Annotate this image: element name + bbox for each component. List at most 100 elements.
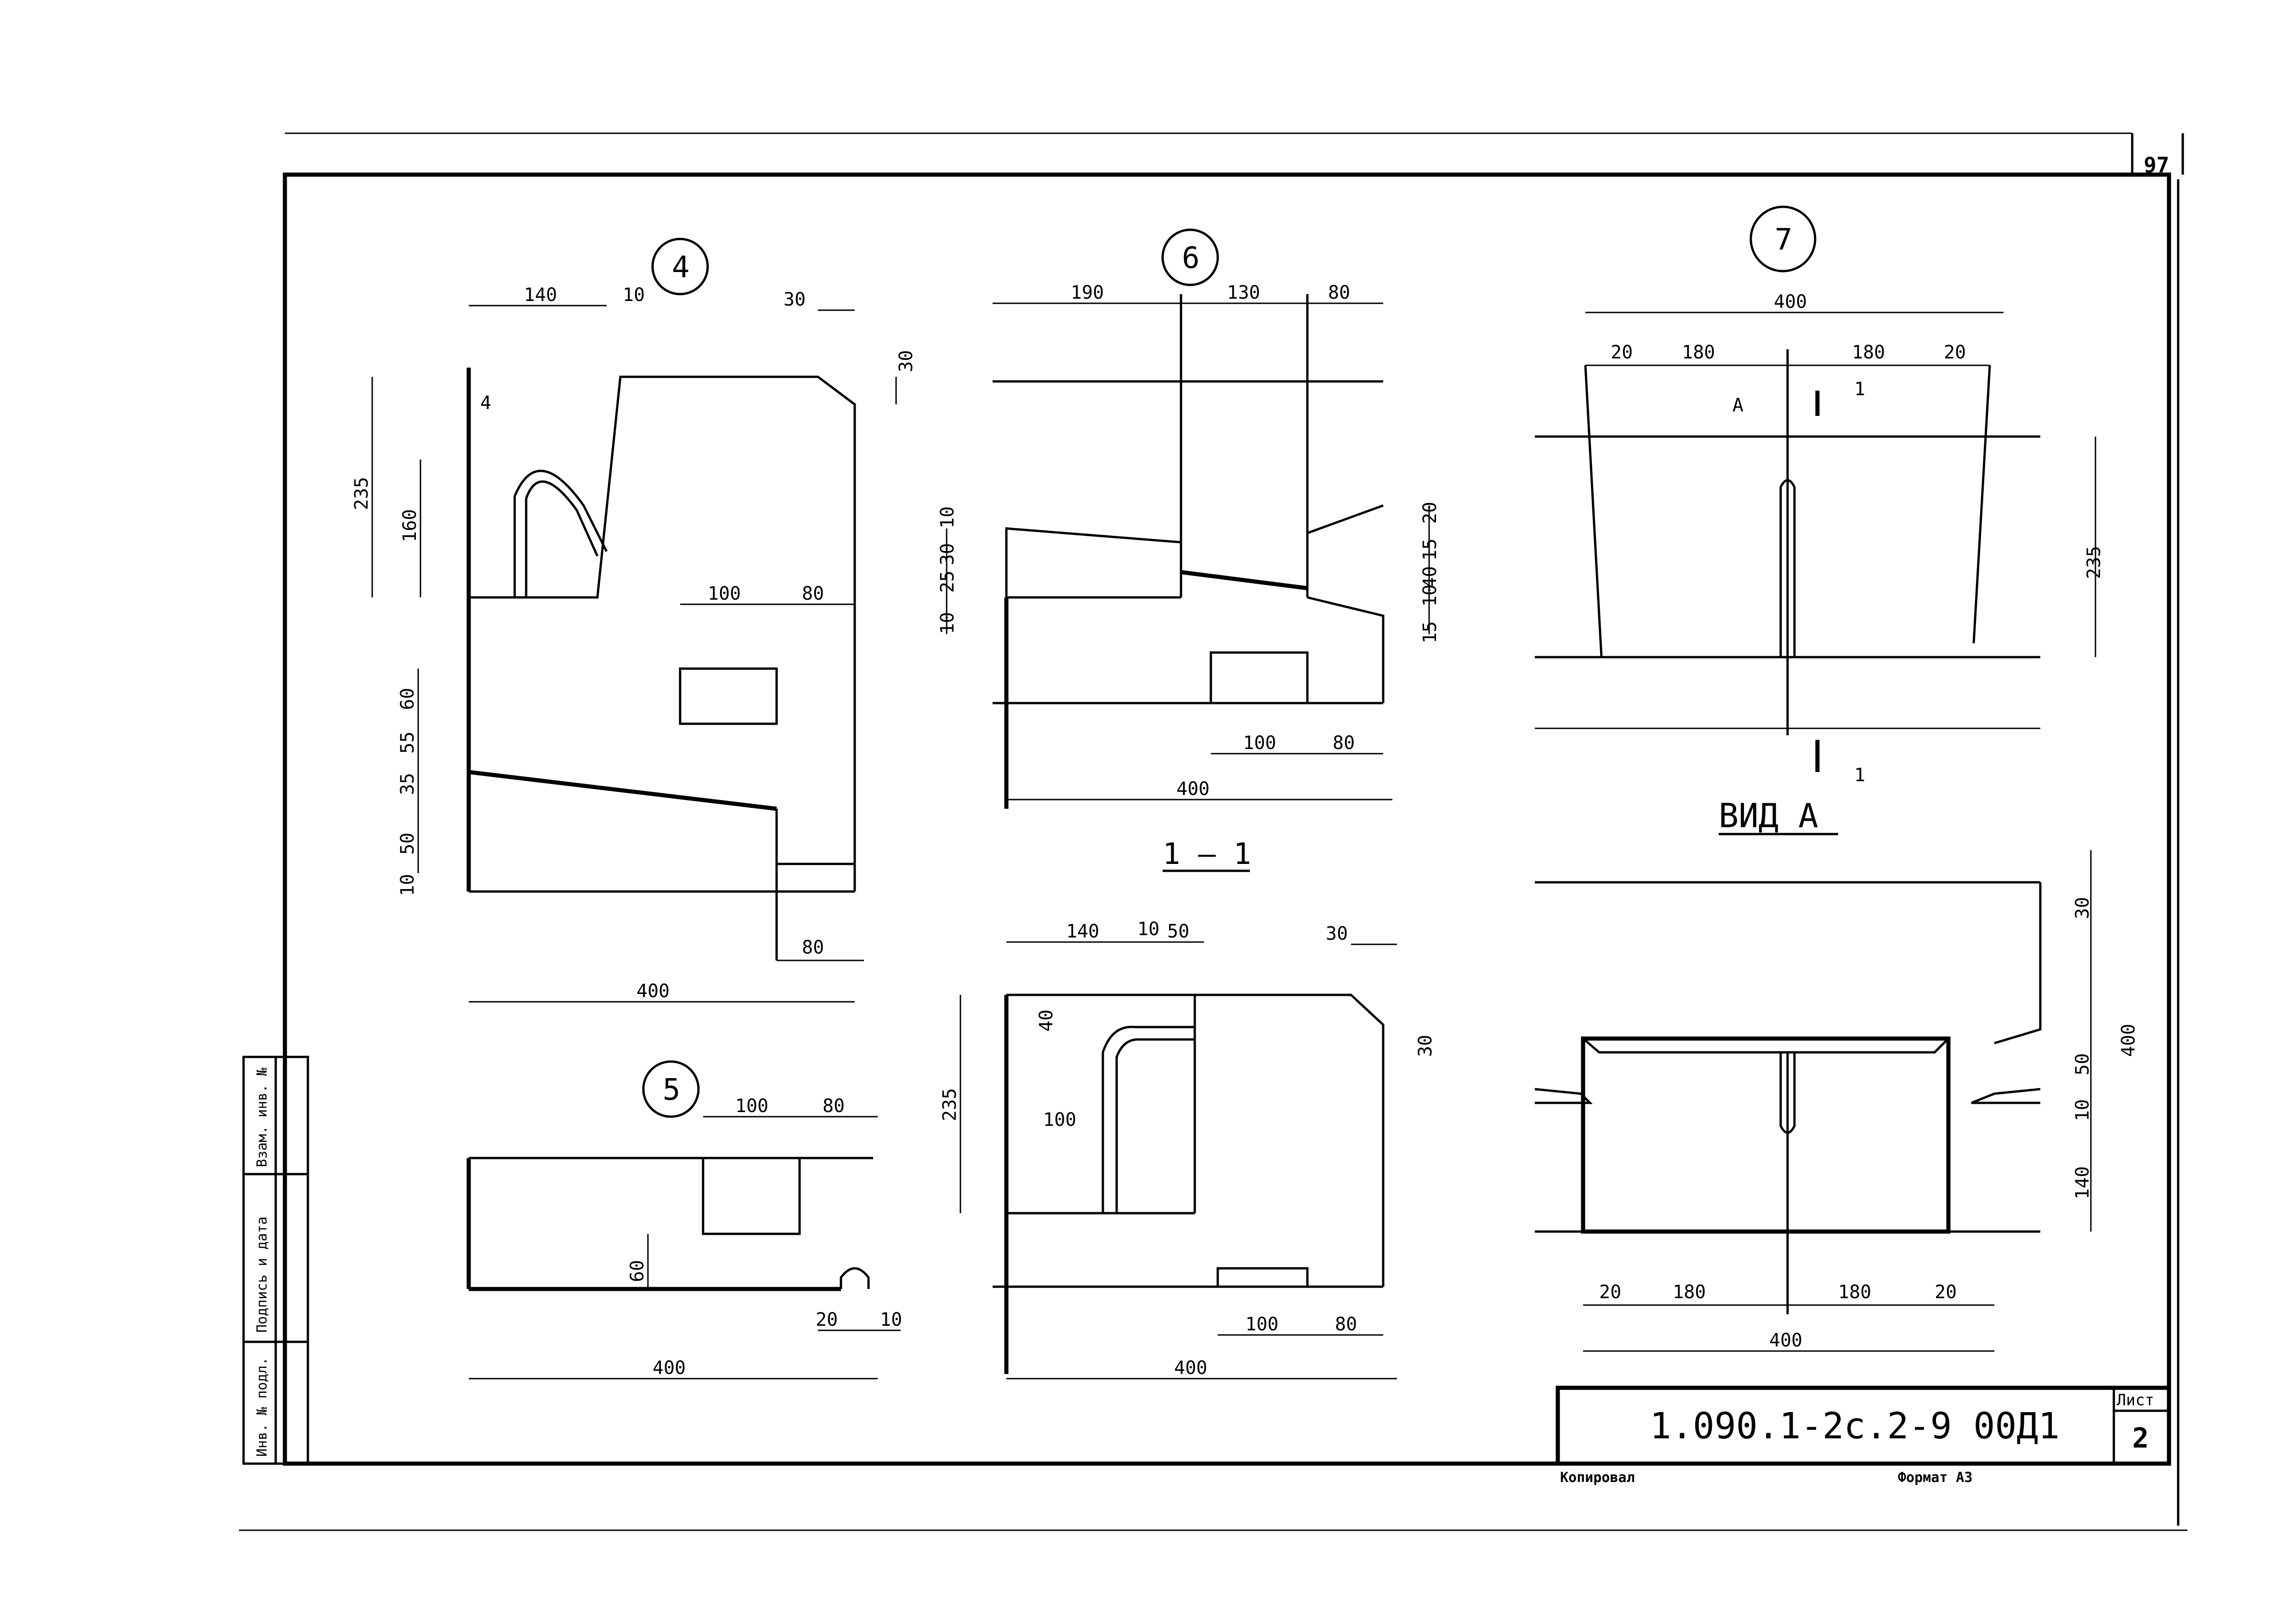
- d7-section-mark-top: 1: [1854, 379, 1865, 400]
- s11-dim-40: 40: [1036, 1010, 1057, 1032]
- d4-dim-35: 35: [397, 773, 418, 795]
- view-a-dims: 30 400 50 10 140 20 180 180 20 400: [1599, 897, 2139, 1351]
- d7-dim-20a: 20: [1611, 342, 1633, 363]
- d7-dim-180b: 180: [1852, 342, 1885, 363]
- detail-6-dims: 190 130 80 10 30 25 10 20 15 40 10 15 10…: [937, 282, 1441, 800]
- d6-dim-15b: 15: [1419, 621, 1441, 643]
- drawing-code: 1.090.1-2с.2-9 00Д1: [1650, 1406, 2060, 1447]
- va-dim-30: 30: [2072, 897, 2093, 919]
- s11-dim-30b: 30: [1415, 1035, 1436, 1057]
- page-number: 97: [2144, 153, 2169, 177]
- s11-dim-100a: 100: [1043, 1109, 1076, 1130]
- view-a-title: ВИД А: [1719, 796, 1818, 835]
- d6-dim-10b: 10: [937, 612, 958, 634]
- title-block: [1556, 1386, 2171, 1466]
- d4-dim-100: 100: [708, 583, 741, 604]
- d5-dim-100: 100: [735, 1096, 768, 1117]
- d4-dim-10b: 10: [397, 874, 418, 896]
- d7-dim-400: 400: [1774, 291, 1807, 312]
- va-dim-180b: 180: [1838, 1282, 1871, 1303]
- s11-dim-30a: 30: [1326, 923, 1348, 944]
- d4-dim-235: 235: [351, 477, 372, 510]
- d5-dim-20: 20: [816, 1309, 838, 1330]
- s11-dim-400: 400: [1174, 1357, 1207, 1379]
- d6-dim-80b: 80: [1333, 733, 1355, 754]
- d7-dim-180a: 180: [1682, 342, 1715, 363]
- d6-dim-400: 400: [1176, 778, 1209, 800]
- d6-dim-10c: 10: [1419, 585, 1441, 607]
- s11-dim-50: 50: [1167, 921, 1189, 942]
- d6-dim-130: 130: [1227, 282, 1260, 303]
- d4-dim-160: 160: [399, 509, 420, 542]
- d4-dim-50: 50: [397, 833, 418, 855]
- s11-dim-80: 80: [1335, 1314, 1357, 1335]
- d6-dim-100: 100: [1243, 733, 1276, 754]
- d4-dim-30a: 30: [783, 289, 806, 310]
- va-dim-140: 140: [2072, 1166, 2093, 1199]
- va-dim-50: 50: [2072, 1053, 2093, 1075]
- detail-4-number: 4: [672, 250, 690, 284]
- d6-dim-10: 10: [937, 506, 958, 528]
- d6-dim-190: 190: [1071, 282, 1104, 303]
- va-dim-20b: 20: [1935, 1282, 1957, 1303]
- detail-5-marker: [642, 1060, 700, 1118]
- format-label: Формат А3: [1898, 1470, 1973, 1486]
- detail-7: 7: [1535, 205, 2096, 772]
- va-dim-180a: 180: [1673, 1282, 1706, 1303]
- d6-dim-30: 30: [937, 543, 958, 565]
- d4-dim-80b: 80: [802, 937, 824, 958]
- s11-dim-100b: 100: [1245, 1314, 1278, 1335]
- d7-section-mark-bottom: 1: [1854, 765, 1865, 786]
- list-number: 2: [2132, 1422, 2149, 1454]
- stamp-replace-inv: Взам. инв. №: [254, 1068, 270, 1167]
- detail-6-number: 6: [1182, 241, 1200, 275]
- d6-dim-15: 15: [1419, 539, 1441, 561]
- va-dim-10: 10: [2072, 1099, 2093, 1121]
- stamp-inv-no: Инв. № подл.: [254, 1357, 270, 1457]
- d4-dim-140: 140: [524, 284, 557, 306]
- d6-dim-40: 40: [1419, 566, 1441, 588]
- copied-label: Копировал: [1560, 1470, 1635, 1486]
- s11-dim-10: 10: [1137, 919, 1159, 940]
- section-1-1: [959, 941, 1397, 1380]
- d7-dim-20b: 20: [1944, 342, 1966, 363]
- s11-dim-235: 235: [939, 1088, 960, 1121]
- detail-4: 4: [371, 238, 897, 1003]
- d4-dim-60: 60: [397, 688, 418, 710]
- d5-dim-80: 80: [823, 1096, 845, 1117]
- detail-5-number: 5: [663, 1073, 681, 1107]
- d6-dim-20: 20: [1419, 502, 1441, 524]
- detail-7-marker: [1749, 205, 1817, 273]
- d5-dim-10: 10: [880, 1309, 902, 1330]
- detail-4-marker: [651, 238, 709, 295]
- va-dim-400b: 400: [1769, 1330, 1802, 1351]
- s11-dim-140: 140: [1066, 921, 1099, 942]
- detail-5-dims: 100 80 60 20 10 400: [627, 1096, 902, 1379]
- view-a: [1534, 850, 2092, 1352]
- list-label: Лист: [2117, 1391, 2154, 1409]
- d4-dim-80a: 80: [802, 583, 824, 604]
- sheet-frame: [239, 132, 2187, 1531]
- detail-4-dims: 140 10 30 30 4 235 160 100 80 60 55 35 5…: [351, 284, 917, 1002]
- d4-dim-30b: 30: [896, 350, 917, 372]
- d5-dim-60: 60: [627, 1260, 648, 1282]
- detail-5: 5: [466, 1060, 901, 1380]
- d5-dim-400: 400: [653, 1357, 686, 1379]
- d4-dim-4: 4: [480, 392, 491, 414]
- detail-6-marker: [1161, 228, 1219, 286]
- d4-dim-55: 55: [397, 732, 418, 754]
- detail-7-dims: 400 20 180 180 20 235 1 1 А: [1611, 291, 2105, 786]
- section-1-1-dims: 140 10 50 30 40 30 235 100 100 80 400: [939, 919, 1436, 1379]
- d6-dim-25: 25: [937, 571, 958, 593]
- section-1-1-title: 1 — 1: [1163, 837, 1251, 871]
- d4-dim-400: 400: [636, 981, 670, 1002]
- va-dim-20a: 20: [1599, 1282, 1621, 1303]
- d4-dim-10: 10: [623, 284, 645, 306]
- d7-dim-235: 235: [2084, 546, 2105, 579]
- side-stamp: Инв. № подл. Подпись и дата Взам. инв. №: [242, 1056, 309, 1465]
- stamp-signature: Подпись и дата: [254, 1216, 270, 1333]
- d7-view-mark: А: [1732, 395, 1743, 416]
- va-dim-400a: 400: [2118, 1024, 2139, 1057]
- detail-7-number: 7: [1775, 223, 1793, 257]
